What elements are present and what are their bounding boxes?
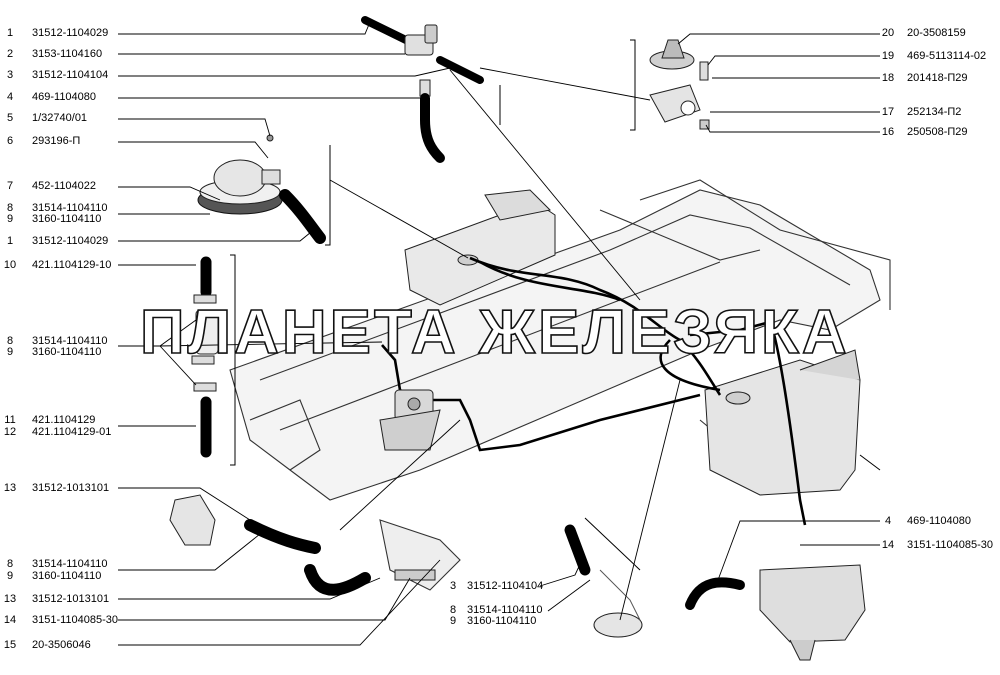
leader-lines (118, 21, 880, 646)
fine-fuel-filter (685, 564, 866, 661)
callout-part-code: 20-3508159 (907, 27, 966, 39)
coarse-filter (169, 494, 436, 596)
callout-number: 1 (6, 27, 14, 39)
callout-part-code: 3160-1104110 (467, 615, 537, 627)
callout-part-code: 252134-П2 (907, 106, 962, 118)
group-brackets (230, 39, 881, 571)
callout-number: 10 (3, 259, 17, 271)
callout-part-code: 31514-1104110 (32, 558, 108, 570)
callout-number: 4 (6, 91, 14, 103)
callout-part-code: 31512-1104029 (32, 27, 109, 39)
callout-part-code: 3160-1104110 (32, 213, 102, 225)
callout-part-code: 31512-1013101 (32, 593, 110, 605)
valve-assembly (649, 39, 710, 130)
callout-part-code: 469-1104080 (907, 515, 972, 527)
callout-part-code: 31514-1104110 (32, 335, 108, 347)
callout-number: 8 (6, 335, 14, 347)
callout-number: 7 (6, 180, 14, 192)
callout-number: 15 (3, 639, 17, 651)
callout-part-code: 201418-П29 (907, 72, 968, 84)
callout-number: 6 (6, 135, 14, 147)
callout-part-code: 3151-1104085-30 (907, 539, 994, 551)
callout-number: 3 (6, 69, 14, 81)
callout-part-code: 421.1104129-01 (32, 426, 112, 438)
fuel-gauge-sender (197, 134, 326, 244)
callout-number: 9 (6, 213, 14, 225)
callout-number: 19 (881, 50, 895, 62)
callout-number: 20 (881, 27, 895, 39)
additional-fuel-tank (704, 349, 861, 496)
watermark-text: ПЛАНЕТА ЖЕЛЕЗЯКА (139, 297, 850, 368)
callout-part-code: 31514-1104110 (467, 604, 543, 616)
fuel-tap-assembly (361, 16, 484, 163)
callout-part-code: 31512-1104104 (32, 69, 109, 81)
callout-part-code: 20-3506046 (32, 639, 91, 651)
callout-part-code: 469-1104080 (32, 91, 97, 103)
callout-part-code: 421.1104129-10 (32, 259, 112, 271)
callout-number: 8 (6, 558, 14, 570)
callout-part-code: 31514-1104110 (32, 202, 108, 214)
callout-number: 4 (884, 515, 892, 527)
callout-number: 3 (449, 580, 457, 592)
callout-number: 12 (3, 426, 17, 438)
callout-number: 8 (6, 202, 14, 214)
callout-number: 9 (6, 570, 14, 582)
fuel-lines (381, 256, 807, 526)
callout-part-code: 3160-1104110 (32, 570, 102, 582)
callout-part-code: 31512-1104029 (32, 235, 109, 247)
callout-part-code: 3160-1104110 (32, 346, 102, 358)
fuel-filter-hose-assembly (191, 256, 219, 458)
callout-number: 14 (3, 614, 17, 626)
callout-number: 9 (449, 615, 457, 627)
callout-number: 5 (6, 112, 14, 124)
callout-number: 2 (6, 48, 14, 60)
callout-number: 9 (6, 346, 14, 358)
callout-part-code: 31512-1013101 (32, 482, 110, 494)
callout-part-code: 3151-1104085-30 (32, 614, 119, 626)
callout-number: 17 (881, 106, 895, 118)
callout-part-code: 31512-1104104 (467, 580, 544, 592)
additional-tank-sender (564, 524, 643, 638)
callout-number: 13 (3, 593, 17, 605)
callout-part-code: 421.1104129 (32, 414, 96, 426)
callout-number: 18 (881, 72, 895, 84)
callout-number: 14 (881, 539, 895, 551)
callout-part-code: 1/32740/01 (32, 112, 88, 124)
main-fuel-tank (404, 189, 556, 306)
callout-part-code: 293196-П (32, 135, 81, 147)
callout-number: 16 (881, 126, 895, 138)
callout-part-code: 469-5113114-02 (907, 50, 987, 62)
fuel-pump (379, 389, 441, 451)
callout-number: 13 (3, 482, 17, 494)
callout-part-code: 3153-1104160 (32, 48, 103, 60)
callout-number: 1 (6, 235, 14, 247)
callout-part-code: 452-1104022 (32, 180, 97, 192)
callout-part-code: 250508-П29 (907, 126, 968, 138)
callout-number: 11 (4, 414, 16, 426)
callout-number: 8 (449, 604, 457, 616)
